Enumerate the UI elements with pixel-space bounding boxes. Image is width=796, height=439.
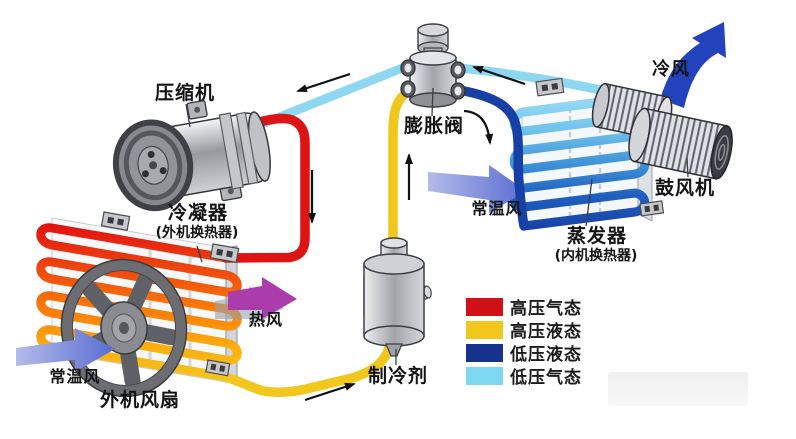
legend-label: 高压气态 xyxy=(510,299,582,319)
legend-item: 高压气态 xyxy=(466,295,582,319)
ambient-wind-outdoor-label: 常温风 xyxy=(49,367,101,386)
receiver-drier-graphic xyxy=(363,237,432,357)
blower-label: 鼓风机 xyxy=(654,177,716,199)
evaporator-sublabel: (内机换热器) xyxy=(554,248,638,264)
outdoor-fan-graphic xyxy=(60,258,188,398)
ambient-wind-indoor-arrow xyxy=(428,165,526,213)
pipe-high-pressure-gas xyxy=(221,113,310,263)
condenser-label: 冷凝器 xyxy=(167,202,229,224)
valve-ports xyxy=(400,59,466,100)
evaporator-coil xyxy=(509,93,650,231)
watermark xyxy=(608,372,748,406)
legend-swatch xyxy=(466,320,503,339)
compressor-label: 压缩机 xyxy=(154,82,216,104)
legend-swatch xyxy=(466,366,503,385)
ambient-wind-indoor-label: 常温风 xyxy=(471,199,523,218)
flow-arrows xyxy=(296,65,526,402)
cold-wind-label: 冷风 xyxy=(652,59,690,80)
legend: 高压气态高压液态低压液态低压气态 xyxy=(466,295,582,388)
legend-label: 高压液态 xyxy=(510,322,582,342)
legend-swatch xyxy=(466,297,503,316)
ambient-wind-outdoor-arrow xyxy=(16,328,115,372)
hot-wind-arrow xyxy=(215,277,297,328)
legend-label: 低压气态 xyxy=(510,368,582,388)
evaporator-label: 蒸发器 xyxy=(566,225,628,247)
receiver-drier-label: 制冷剂 xyxy=(367,365,429,387)
outdoor-fan-label: 外机风扇 xyxy=(99,389,181,411)
pipe-low-pressure-liquid xyxy=(454,85,529,231)
condenser-coil xyxy=(36,223,242,382)
legend-label: 低压液态 xyxy=(510,345,582,365)
expansion-valve-label: 膨胀阀 xyxy=(403,115,465,137)
legend-item: 低压液态 xyxy=(466,341,582,365)
leader-lines xyxy=(185,87,689,365)
legend-swatch xyxy=(466,343,503,362)
legend-item: 高压液态 xyxy=(466,318,582,342)
legend-item: 低压气态 xyxy=(466,364,582,388)
hot-wind-label: 热风 xyxy=(248,310,284,329)
mounting-brackets xyxy=(100,77,665,377)
cold-wind-arrow xyxy=(660,22,726,108)
condenser-sublabel: (外机换热器) xyxy=(155,225,239,241)
compressor-graphic xyxy=(112,100,271,212)
pipe-high-pressure-liquid-lower xyxy=(221,337,396,397)
blower-graphic xyxy=(591,82,733,180)
